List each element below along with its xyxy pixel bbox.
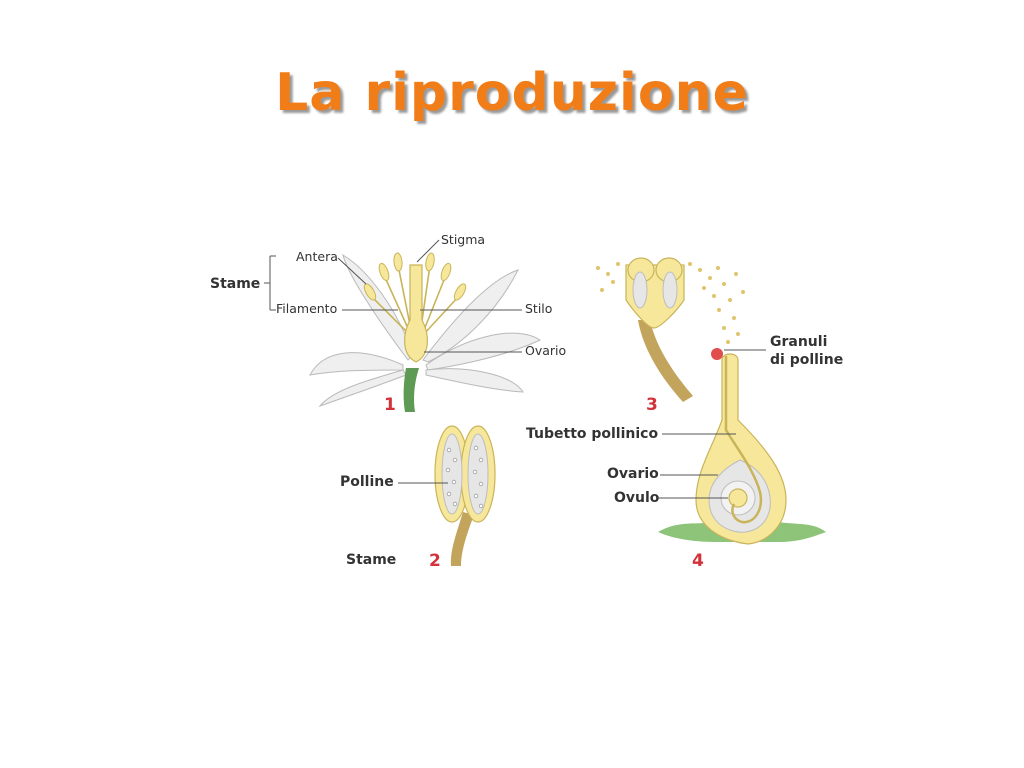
slide-title: La riproduzione xyxy=(275,63,749,123)
scattered-pollen xyxy=(596,262,745,344)
filament xyxy=(369,294,411,336)
number-3: 3 xyxy=(646,395,658,415)
stame-bracket xyxy=(264,255,276,311)
leader-stigma xyxy=(416,239,440,263)
leader-antera xyxy=(337,257,367,285)
anther-stalk xyxy=(638,320,693,402)
label-stame-2: Stame xyxy=(346,552,396,568)
petal-lower-left xyxy=(318,369,407,408)
filament xyxy=(422,294,461,336)
open-sac-right xyxy=(662,271,678,309)
label-stigma: Stigma xyxy=(441,232,485,247)
anther xyxy=(425,252,435,272)
anther xyxy=(393,252,403,272)
filament xyxy=(383,274,412,336)
stamen-stalk xyxy=(450,512,474,566)
label-polline: Polline xyxy=(340,474,394,490)
label-stilo: Stilo xyxy=(525,301,552,316)
number-1: 1 xyxy=(384,395,396,415)
pistil xyxy=(404,264,428,363)
open-anther xyxy=(596,257,745,402)
flower-labels: Stame Antera Filamento Stigma Stilo Ovar… xyxy=(210,232,566,415)
pollen-dots xyxy=(445,445,484,509)
stamen-labels: Polline Stame 2 xyxy=(340,474,448,571)
flower-illustration xyxy=(309,252,542,412)
label-granuli-line2: di polline xyxy=(770,352,843,368)
filament xyxy=(421,274,447,336)
pistil-section xyxy=(658,348,826,545)
pollen-tube xyxy=(724,356,763,524)
label-antera: Antera xyxy=(296,249,338,264)
flower-reproduction-diagram: Stame Antera Filamento Stigma Stilo Ovar… xyxy=(198,170,846,610)
label-tubetto: Tubetto pollinico xyxy=(526,426,658,442)
petal-lower-right xyxy=(425,368,524,393)
pollen-grain-on-stigma xyxy=(711,348,723,360)
petal-back-left xyxy=(342,253,414,361)
petal-back-right xyxy=(422,269,519,363)
flower-stem xyxy=(403,368,419,412)
anther xyxy=(378,262,390,282)
label-filamento: Filamento xyxy=(276,301,337,316)
anther xyxy=(453,283,467,301)
label-granuli-line1: Granuli xyxy=(770,334,827,350)
open-sac-left xyxy=(632,271,648,309)
pollen-sac-right xyxy=(467,433,489,515)
number-4: 4 xyxy=(692,551,704,571)
pollen-sac-left xyxy=(441,433,463,515)
stamen-section xyxy=(434,425,496,566)
anther xyxy=(440,262,452,282)
petal-left xyxy=(309,352,404,376)
ovule-core xyxy=(728,488,748,508)
label-ovario-4: Ovario xyxy=(607,466,659,482)
label-ovulo: Ovulo xyxy=(614,490,660,506)
label-ovario-1: Ovario xyxy=(525,343,566,358)
diagram-svg: Stame Antera Filamento Stigma Stilo Ovar… xyxy=(210,232,843,571)
number-2: 2 xyxy=(429,551,441,571)
label-stame-1: Stame xyxy=(210,276,260,292)
pistil-labels: Granuli di polline Tubetto pollinico Ova… xyxy=(526,334,843,571)
